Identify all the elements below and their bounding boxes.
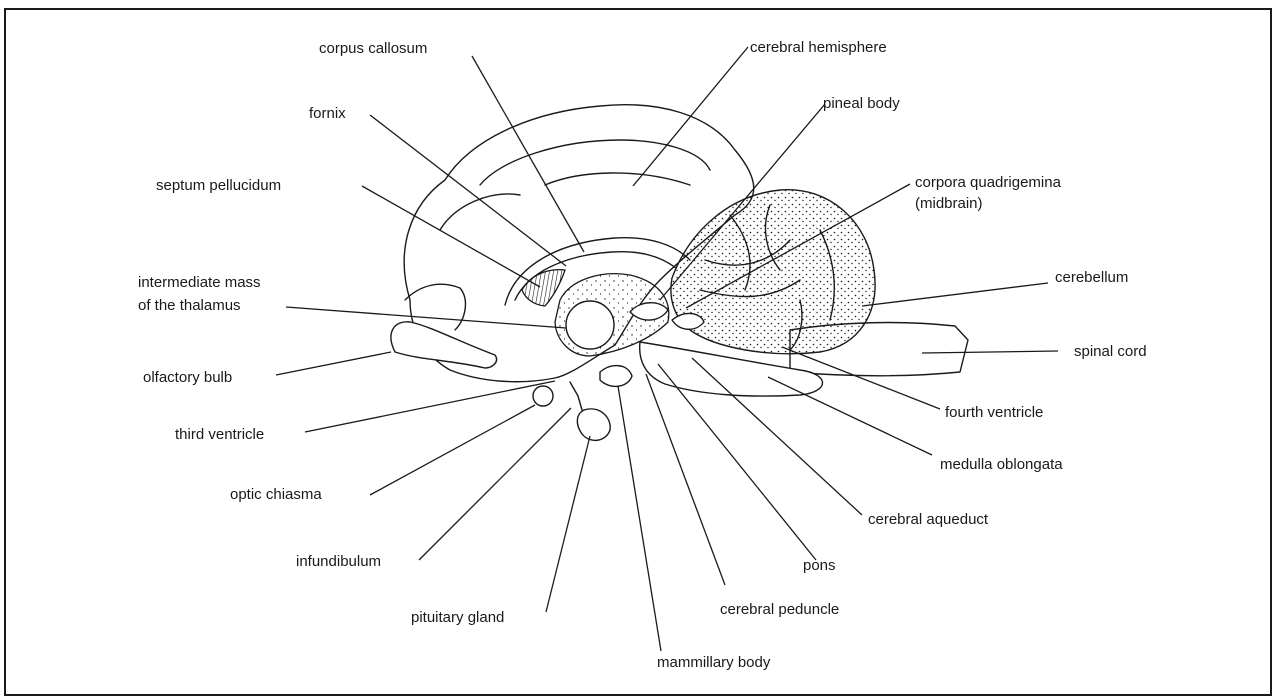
label-intermediate-mass: intermediate mass — [138, 274, 261, 291]
label-third-ventricle: third ventricle — [175, 426, 264, 443]
label-cerebral-hemisphere: cerebral hemisphere — [750, 39, 887, 56]
label-cerebral-peduncle: cerebral peduncle — [720, 601, 839, 618]
label-septum-pellucidum: septum pellucidum — [156, 177, 281, 194]
label-fornix: fornix — [309, 105, 346, 122]
label-corpora-quadrigemina: corpora quadrigemina — [915, 174, 1062, 191]
label-medulla-oblongata: medulla oblongata — [940, 456, 1063, 473]
optic-chiasma-shape — [533, 386, 553, 406]
label-cerebellum: cerebellum — [1055, 269, 1128, 286]
label-olfactory-bulb: olfactory bulb — [143, 369, 232, 386]
pituitary-gland-shape — [577, 409, 610, 441]
label-corpus-callosum: corpus callosum — [319, 40, 427, 57]
label-midbrain: (midbrain) — [915, 195, 983, 212]
label-pituitary-gland: pituitary gland — [411, 609, 504, 626]
label-pons: pons — [803, 557, 836, 574]
label-mammillary-body: mammillary body — [657, 654, 771, 671]
label-infundibulum: infundibulum — [296, 553, 381, 570]
label-cerebral-aqueduct: cerebral aqueduct — [868, 511, 989, 528]
infundibulum-shape — [570, 382, 582, 410]
label-fourth-ventricle: fourth ventricle — [945, 404, 1043, 421]
intermediate-mass-shape — [566, 301, 614, 349]
label-of-the-thalamus: of the thalamus — [138, 297, 241, 314]
mammillary-body-shape — [600, 366, 632, 387]
label-pineal-body: pineal body — [823, 95, 900, 112]
label-spinal-cord: spinal cord — [1074, 343, 1147, 360]
label-optic-chiasma: optic chiasma — [230, 486, 322, 503]
